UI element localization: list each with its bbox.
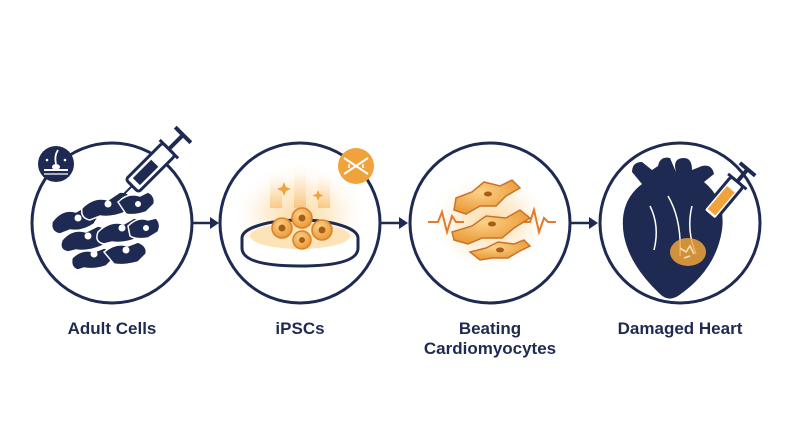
stage-ipscs (218, 141, 382, 305)
dna-icon (338, 148, 374, 184)
syringe-icon (699, 161, 757, 227)
stage-damaged-heart (598, 141, 762, 305)
cell-nuclei (74, 200, 149, 258)
stage-label-line: Cardiomyocytes (423, 339, 557, 358)
stage-label-line: Damaged Heart (617, 319, 743, 338)
cardiomyocyte-nuclei (484, 191, 504, 253)
arrow-right-icon (381, 217, 408, 229)
stage-label-cardiomyocytes: Beating Cardiomyocytes (400, 319, 580, 359)
syringe-icon (117, 125, 193, 201)
stage-label-line: Adult Cells (67, 319, 157, 338)
heartbeat-wave-icon (428, 206, 556, 236)
cardiomyocyte-cell-icon (451, 179, 532, 261)
stage-label-adult-cells: Adult Cells (22, 319, 202, 339)
stage-beating-cardiomyocytes (408, 141, 572, 305)
stage-label-line: Beating (458, 319, 522, 338)
heart-icon (622, 157, 723, 299)
arrow-right-icon (193, 217, 219, 229)
stage-label-ipscs: iPSCs (210, 319, 390, 339)
stage-adult-cells (30, 125, 194, 305)
stage-label-damaged-heart: Damaged Heart (590, 319, 770, 339)
arrow-right-icon (571, 217, 598, 229)
stem-cell-nuclei (278, 214, 326, 243)
hair-follicle-skin-icon (38, 146, 74, 182)
sparkles (277, 182, 324, 201)
light-beams (270, 160, 330, 208)
stage-label-line: iPSCs (275, 319, 325, 338)
